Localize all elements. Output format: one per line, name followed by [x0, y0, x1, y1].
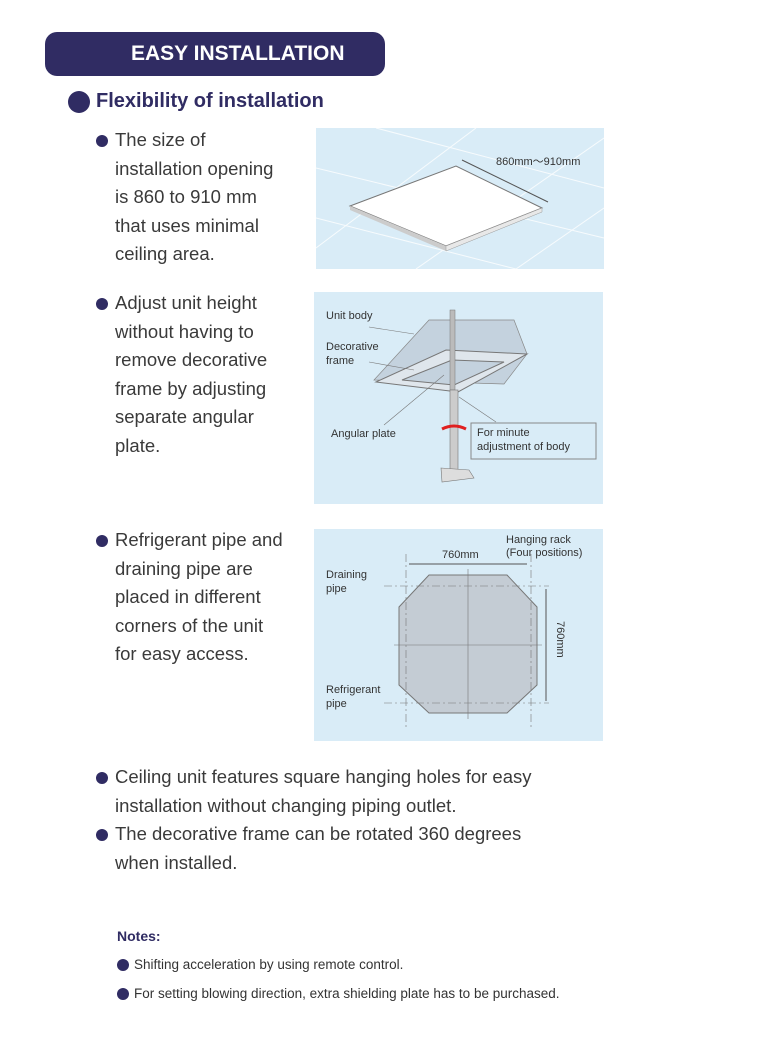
pipe-layout-diagram: 760mm 760mm Hanging rack (Four positions… [314, 529, 603, 741]
bullet-item: Refrigerant pipe and draining pipe are p… [96, 526, 283, 669]
bullet-icon [96, 829, 108, 841]
bullet-text: The decorative frame can be rotated 360 … [115, 823, 522, 873]
bullet-item: The decorative frame can be rotated 360 … [96, 820, 521, 877]
bullet-icon [68, 90, 90, 113]
width-label: 760mm [442, 549, 479, 561]
notes-title: Notes: [117, 928, 161, 944]
bullet-item: Ceiling unit features square hanging hol… [96, 763, 532, 820]
note-item: Shifting acceleration by using remote co… [117, 957, 403, 972]
bullet-icon [96, 135, 108, 147]
bullet-icon [96, 772, 108, 784]
bullet-icon [96, 298, 108, 310]
dimension-label: 860mm～910mm [496, 156, 580, 168]
note-item: For setting blowing direction, extra shi… [117, 986, 560, 1001]
draining-label: Draining [326, 569, 367, 581]
bullet-item: Adjust unit height without having to rem… [96, 289, 267, 460]
bullet-item: The size of installation opening is 860 … [96, 126, 273, 269]
bullet-text: Ceiling unit features square hanging hol… [115, 766, 532, 816]
bullet-icon [96, 535, 108, 547]
minute-label: For minute [477, 427, 530, 439]
unit-body-label: Unit body [326, 310, 373, 322]
minute-label: adjustment of body [477, 441, 570, 453]
refrigerant-label: pipe [326, 698, 347, 710]
draining-label: pipe [326, 583, 347, 595]
section-banner: EASY INSTALLATION [45, 32, 385, 76]
opening-diagram: 860mm～910mm [316, 128, 604, 269]
section-heading: Flexibility of installation [68, 90, 324, 113]
bullet-icon [117, 958, 129, 971]
bullet-text: The size of installation opening is 860 … [115, 129, 274, 264]
rack-label: Hanging rack [506, 534, 571, 546]
bullet-text: Refrigerant pipe and draining pipe are p… [115, 529, 283, 664]
section-title: Flexibility of installation [96, 90, 324, 112]
note-text: Shifting acceleration by using remote co… [134, 957, 404, 972]
angular-plate-label: Angular plate [331, 428, 396, 440]
rack-label: (Four positions) [506, 547, 582, 559]
refrigerant-label: Refrigerant [326, 684, 380, 696]
decorative-label: Decorative [326, 341, 379, 353]
note-text: For setting blowing direction, extra shi… [134, 986, 560, 1001]
height-label: 760mm [554, 621, 566, 658]
bullet-icon [117, 987, 129, 1000]
frame-label: frame [326, 355, 354, 367]
bullet-text: Adjust unit height without having to rem… [115, 292, 268, 456]
height-adjust-diagram: Unit body Decorative frame Angular plate… [314, 292, 603, 504]
